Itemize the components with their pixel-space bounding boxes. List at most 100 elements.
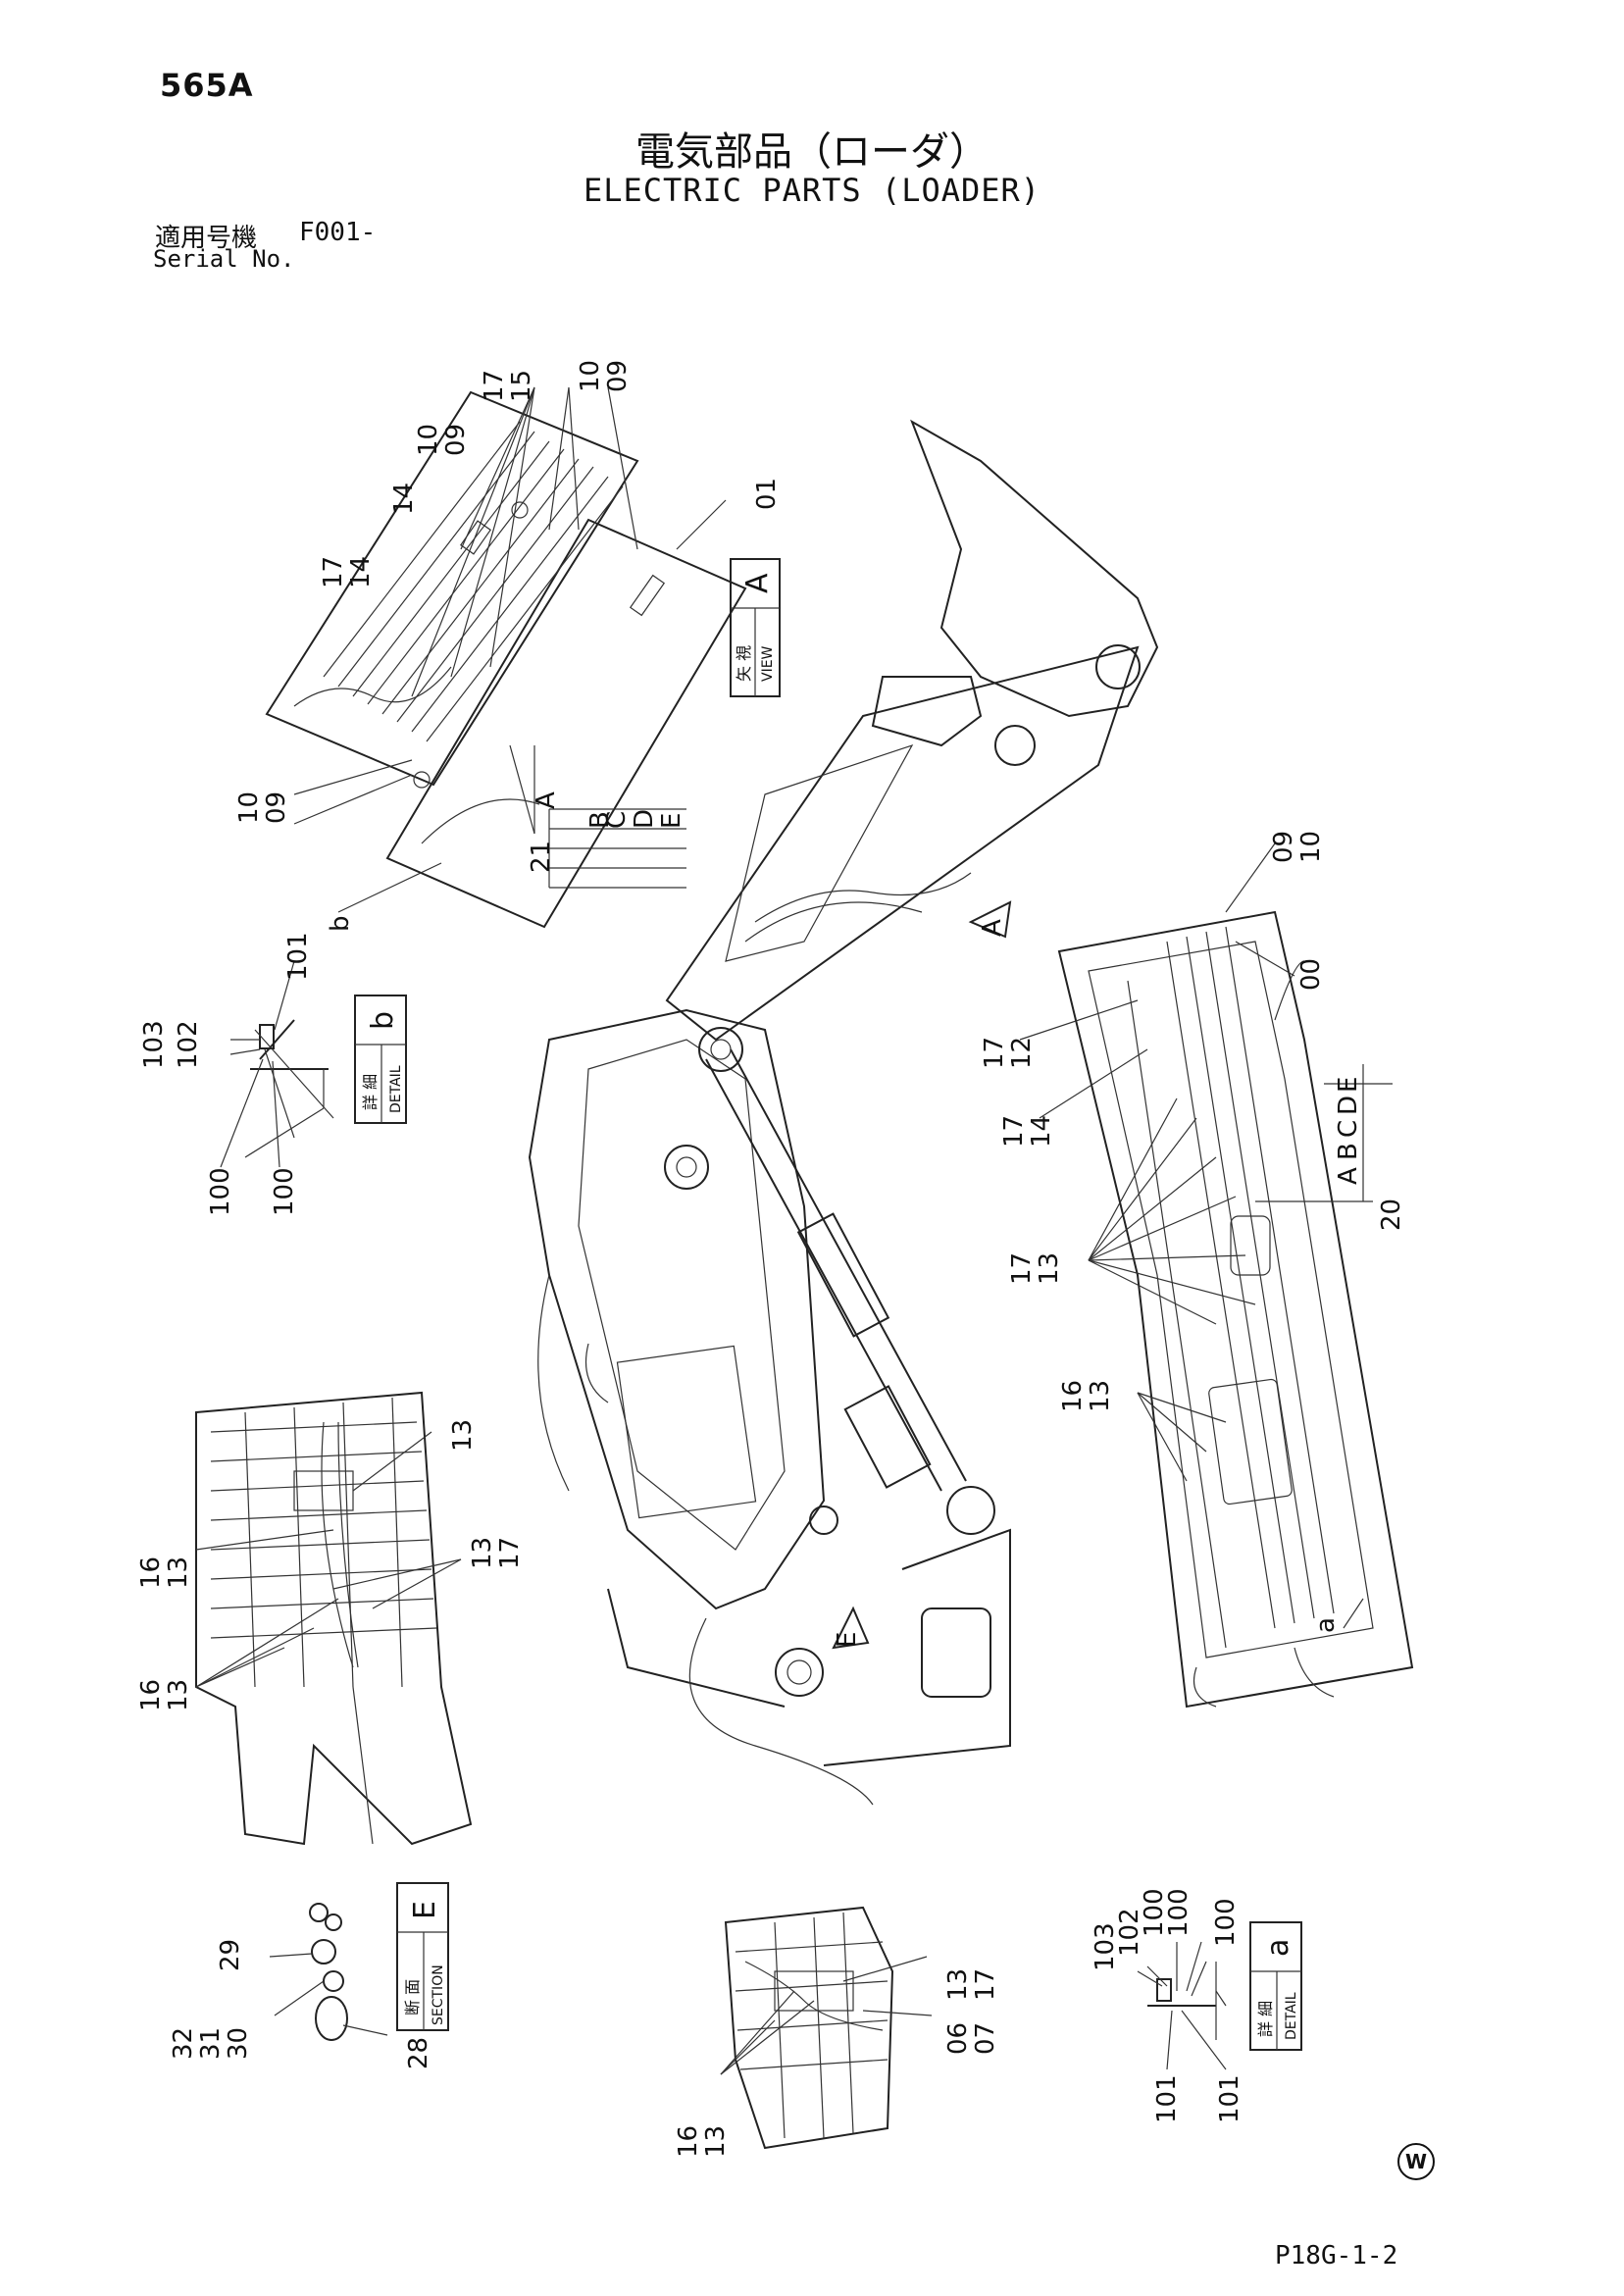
callout: 16 (674, 2125, 703, 2158)
callout: 14 (346, 556, 376, 588)
callout: 17 (319, 556, 348, 588)
left-mid-assembly (195, 1391, 473, 1846)
callout: 13 (164, 1556, 193, 1589)
right-arm-assembly (1019, 842, 1414, 1709)
callout: 16 (1058, 1380, 1088, 1412)
arrow-label-e: E (833, 1632, 862, 1648)
manufacturer-mark: W (1397, 2143, 1435, 2180)
callout: 17 (980, 1037, 1009, 1069)
callout: D (630, 809, 659, 829)
callout: 14 (389, 483, 419, 515)
svg-text:VIEW: VIEW (760, 645, 776, 682)
callout: 13 (448, 1419, 478, 1452)
callout: E (657, 813, 686, 829)
callout: 102 (1115, 1908, 1144, 1957)
callout: 32 (169, 2027, 198, 2060)
detail-a-callouts: 103 102 100 100 100 101 101 (1091, 1888, 1244, 2123)
callout: 101 (283, 932, 313, 981)
callout: 103 (1091, 1922, 1120, 1971)
svg-text:DETAIL: DETAIL (1284, 1992, 1299, 2040)
callout: 10 (1296, 831, 1326, 863)
callout: 01 (752, 478, 782, 510)
arrow-label-a: A (978, 919, 1007, 937)
callout: 30 (224, 2027, 253, 2060)
callout: B (585, 811, 615, 829)
detail-b-callouts: 101 103 102 100 100 (139, 932, 313, 1216)
callout: 102 (174, 1020, 203, 1069)
page-reference: P18G-1-2 (1275, 2241, 1398, 2270)
callout: 100 (1140, 1888, 1169, 1937)
callout: 100 (1211, 1898, 1241, 1947)
section-e-part (269, 1903, 388, 2041)
callout: 09 (441, 424, 471, 456)
svg-text:b: b (366, 1011, 400, 1030)
section-e-callouts: 29 32 31 30 28 (169, 1939, 433, 2069)
callout: 10 (576, 360, 605, 392)
callout: 17 (971, 1968, 1000, 2001)
callout: 17 (495, 1537, 525, 1569)
callout: b (326, 915, 355, 932)
callout: A (532, 791, 561, 809)
svg-text:a: a (1261, 1939, 1295, 1957)
detail-a-part (1137, 1941, 1227, 2070)
callout: 09 (262, 791, 291, 824)
callout: 101 (1152, 2074, 1182, 2123)
left-mid-callouts: 13 16 13 13 17 16 13 (136, 1419, 525, 1711)
callout: 10 (234, 791, 264, 824)
view-a-box: 矢 視 VIEW A (730, 558, 781, 697)
section-e-box: 断 面 SECTION E (396, 1882, 449, 2031)
callout: 16 (136, 1679, 166, 1711)
callout: a (1311, 1617, 1341, 1633)
callout: 09 (1269, 831, 1298, 863)
callout: 100 (270, 1167, 299, 1216)
callout: 13 (701, 2125, 731, 2158)
callout: 16 (136, 1556, 166, 1589)
detail-b-box: 詳 細 DETAIL b (354, 995, 407, 1124)
callout: E (1334, 1077, 1363, 1093)
callout: D (1334, 1096, 1363, 1115)
callout: 12 (1007, 1037, 1037, 1069)
callout: 13 (1035, 1252, 1064, 1285)
serial-label-japanese: 適用号機 (155, 224, 258, 253)
callout: 21 (527, 841, 556, 873)
svg-text:矢 視: 矢 視 (735, 645, 753, 682)
svg-text:断 面: 断 面 (403, 1979, 422, 2015)
callout: 13 (943, 1968, 973, 2001)
callout: 13 (468, 1537, 497, 1569)
bottom-mid-callouts: 13 17 06 07 16 13 (674, 1968, 1000, 2158)
serial-value: F001- (299, 218, 377, 247)
main-boom-assembly (528, 419, 1159, 1806)
view-a-callouts: 10 09 17 15 10 09 01 14 17 14 10 09 b 21… (234, 360, 782, 932)
callout: 101 (1215, 2074, 1244, 2123)
svg-text:詳 細: 詳 細 (361, 1074, 380, 1110)
callout: 13 (1086, 1380, 1115, 1412)
svg-text:SECTION: SECTION (431, 1964, 446, 2025)
serial-label-english: Serial No. (153, 245, 295, 273)
callout: 09 (603, 360, 633, 392)
svg-text:A: A (740, 573, 775, 593)
callout: C (1334, 1120, 1363, 1138)
detail-a-box: 詳 細 DETAIL a (1249, 1921, 1302, 2051)
callout: 103 (139, 1020, 169, 1069)
view-a-assembly (265, 386, 747, 929)
svg-text:詳 細: 詳 細 (1256, 2001, 1275, 2037)
callout: 100 (206, 1167, 235, 1216)
callout: 14 (1027, 1115, 1056, 1148)
title-english: ELECTRIC PARTS (LOADER) (583, 172, 1041, 209)
callout: 28 (404, 2037, 433, 2069)
callout: 20 (1377, 1199, 1406, 1231)
callout: 17 (1007, 1252, 1037, 1285)
svg-text:E: E (408, 1901, 442, 1919)
callout: 10 (414, 424, 443, 456)
callout: 06 (943, 2022, 973, 2055)
svg-text:DETAIL: DETAIL (388, 1065, 404, 1113)
callout: 17 (480, 370, 509, 402)
callout: 00 (1296, 958, 1326, 991)
callout: 07 (971, 2022, 1000, 2055)
bottom-mid-assembly (720, 1906, 933, 2150)
callout: A (1334, 1167, 1363, 1185)
detail-b-part (220, 960, 334, 1168)
callout: 13 (164, 1679, 193, 1711)
callout: 31 (196, 2027, 226, 2060)
